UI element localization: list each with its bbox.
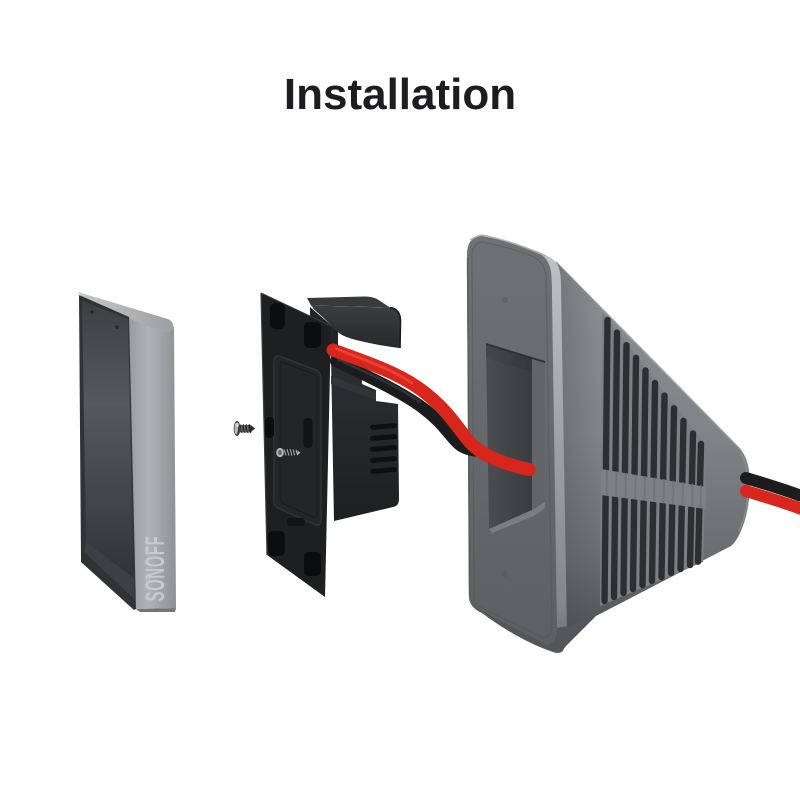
svg-text:SONOFF: SONOFF <box>139 536 170 602</box>
svg-text:Installation: Installation <box>284 70 516 119</box>
